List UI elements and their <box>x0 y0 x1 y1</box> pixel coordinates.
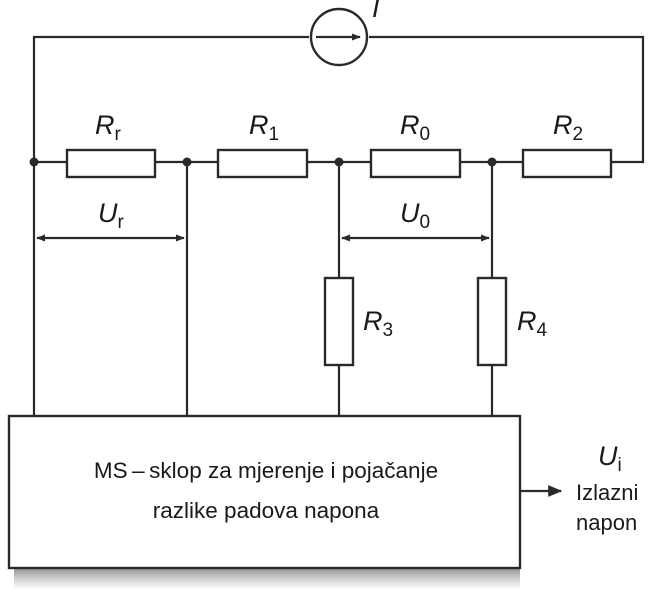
box-shadow <box>14 568 520 590</box>
resistor-r3 <box>323 276 355 367</box>
resistor-r2 <box>521 148 613 179</box>
resistor-r1 <box>216 148 309 179</box>
label-r3: R3 <box>363 306 393 341</box>
label-ui: Ui <box>598 441 622 476</box>
resistor-r4 <box>476 276 508 367</box>
label-rr: Rr <box>95 110 122 145</box>
junction-dot <box>29 157 39 167</box>
label-u0: U0 <box>400 198 430 233</box>
measurement-box <box>7 414 522 570</box>
resistor-rr <box>65 148 157 179</box>
junction-dot <box>487 157 497 167</box>
current-label: I <box>372 0 380 23</box>
box-text-line2: razlike padova napona <box>153 498 380 523</box>
label-r1: R1 <box>249 110 279 145</box>
output-label-line2: napon <box>576 510 637 535</box>
label-r2: R2 <box>553 110 583 145</box>
junction-dot <box>334 157 344 167</box>
junction-dot <box>182 157 192 167</box>
box-text-line1: MS – sklop za mjerenje i pojačanje <box>94 458 438 483</box>
vertical-wires <box>32 162 494 416</box>
label-r4: R4 <box>517 306 548 341</box>
output-label-line1: Izlazni <box>576 480 638 505</box>
label-r0: R0 <box>400 110 430 145</box>
resistor-r0 <box>369 148 462 179</box>
label-ur: Ur <box>98 198 125 233</box>
top-wire <box>32 35 645 164</box>
